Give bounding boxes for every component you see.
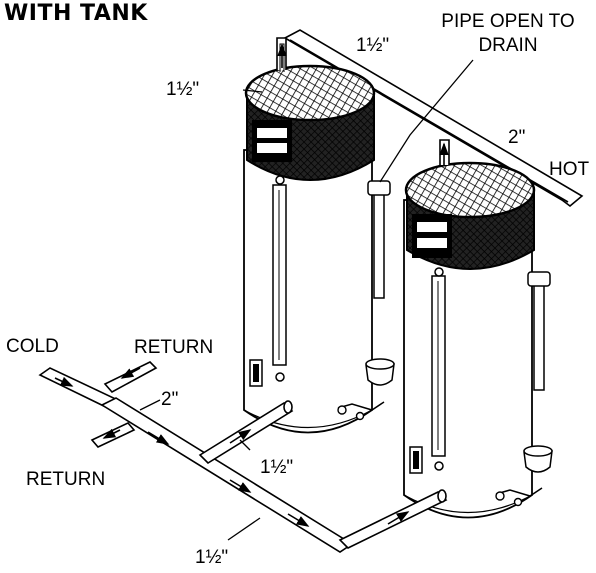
label-drain: DRAIN [478, 35, 538, 56]
cold-supply-piping [38, 361, 448, 553]
water-heater-tank-1 [243, 37, 395, 434]
label-bottom-size: 1½" [195, 547, 229, 568]
label-cold: COLD [6, 336, 59, 357]
label-top-pipe-size: 1½" [356, 35, 390, 56]
label-branch-size: 1½" [260, 457, 294, 478]
label-return-bottom: RETURN [26, 469, 106, 490]
label-supply-size: 2" [161, 389, 179, 410]
label-pipe-open: PIPE OPEN TO [441, 11, 575, 32]
flow-arrows [54, 367, 410, 527]
label-return-top: RETURN [134, 337, 214, 358]
label-left-tank-size: 1½" [166, 79, 200, 100]
label-hot-line-size: 2" [508, 127, 526, 148]
label-hot: HOT [549, 159, 590, 180]
diagram-title: WITH TANK [4, 1, 148, 26]
leader-lines [139, 59, 474, 541]
water-heater-tank-2 [403, 139, 553, 519]
